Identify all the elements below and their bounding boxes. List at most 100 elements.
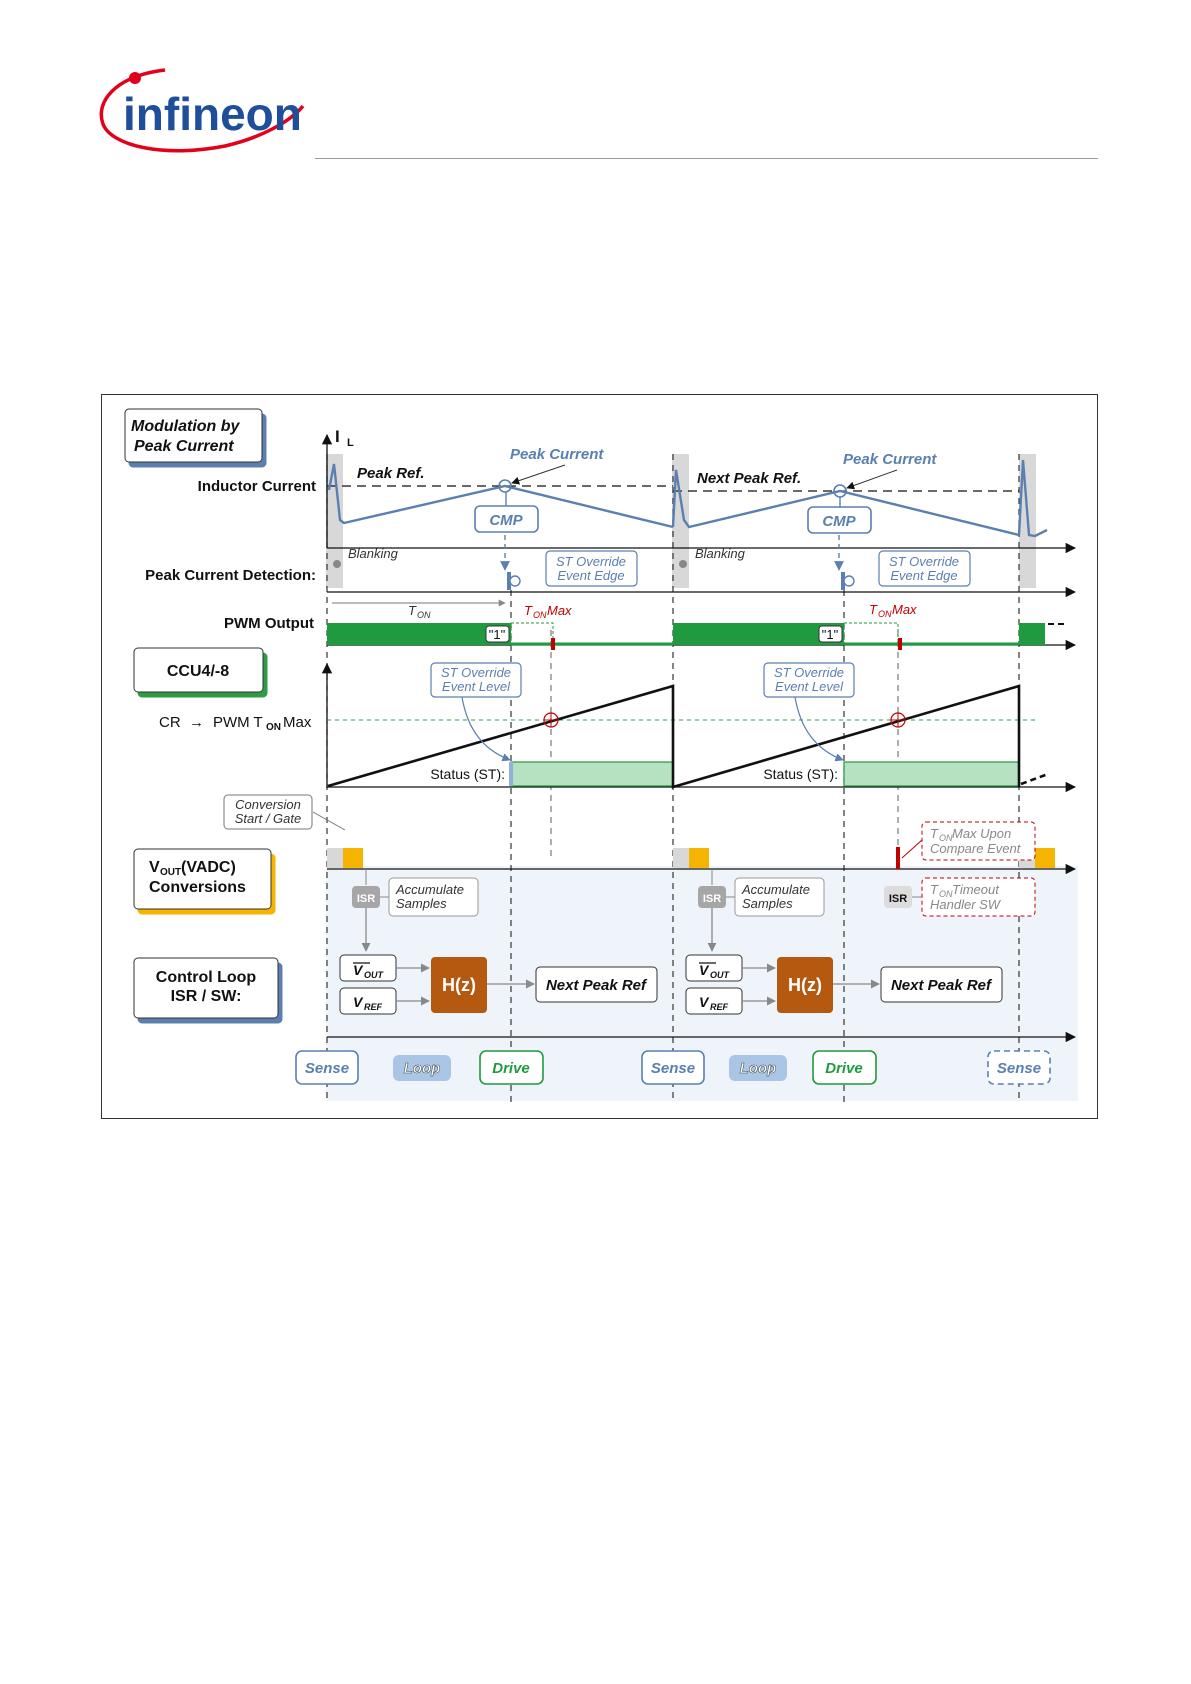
vref-2-sub: REF: [710, 1002, 729, 1012]
ton-max-upon-l2: Compare Event: [930, 841, 1022, 856]
next-peak-ref-box-2-text: Next Peak Ref: [891, 977, 993, 994]
conversion-start-l2: Start / Gate: [235, 811, 301, 826]
isr-badge-3-text: ISR: [889, 893, 907, 905]
control-loop-l1: Control Loop: [156, 969, 257, 986]
st-override-level-box-1: [430, 662, 522, 698]
phase-loop-2: [729, 1055, 787, 1081]
peak-marker-1: [498, 479, 512, 493]
cr-label-a: CR: [159, 714, 181, 731]
phase-sense-3: [987, 1050, 1051, 1085]
accumulate-1-l1: Accumulate: [395, 882, 464, 897]
accumulate-1-l2: Samples: [396, 896, 447, 911]
cmp-label-1: CMP: [489, 512, 523, 529]
ton-max-label-1-t: T: [524, 603, 533, 618]
vref-2-v: V: [699, 994, 710, 1010]
conversion-start-l1: Conversion: [235, 797, 301, 812]
phase-drive-1: [479, 1050, 544, 1085]
ton-label-sub: ON: [417, 610, 431, 620]
vout-box: [133, 848, 272, 910]
conversion-start-box: [223, 794, 313, 830]
ton-max-upon-sub: ON: [939, 833, 953, 843]
vout-box-l1sub: OUT: [160, 867, 181, 878]
isr-badge-3: [884, 886, 912, 908]
peak-detect-pulse-2: [841, 572, 845, 590]
figure-frame: [101, 394, 1098, 1119]
vout-2-v: V: [699, 962, 710, 978]
blanking-label-1: Blanking: [348, 546, 399, 561]
logo-swoosh: [99, 68, 305, 153]
inductor-current-wave-1: [327, 463, 674, 529]
status-st-label-2: Status (ST):: [763, 766, 838, 782]
st-override-edge-box-2: [878, 550, 971, 587]
status-st-label-1: Status (ST):: [430, 766, 505, 782]
header-rule: [315, 158, 1098, 159]
ton-timeout-l2: Handler SW: [930, 897, 1002, 912]
modulation-legend: [124, 408, 263, 463]
ton-max-label-1-sub: ON: [533, 610, 547, 620]
cmp-label-2: CMP: [822, 513, 856, 530]
next-peak-ref-box-2: [880, 966, 1003, 1003]
pwm-high-3: [1019, 623, 1045, 645]
vout-1-v: V: [353, 962, 364, 978]
peak-ref-label: Peak Ref.: [357, 465, 425, 482]
st-override-level-box-2: [763, 662, 855, 698]
st-override-edge-1-l1: ST Override: [556, 554, 626, 569]
logo-dot: [129, 72, 141, 84]
accumulate-2-l1: Accumulate: [741, 882, 810, 897]
ton-max-label-2-max: Max: [892, 602, 917, 617]
st-override-level-1-l2: Event Level: [442, 679, 511, 694]
ton-max-tick-2: [898, 638, 902, 650]
modulation-legend-line1: Modulation by: [131, 418, 241, 435]
vref-1-v: V: [353, 994, 364, 1010]
st-override-edge-box-1: [545, 550, 638, 587]
ccu-label: CCU4/-8: [167, 663, 229, 680]
ton-timeout-t: T: [930, 882, 939, 897]
il-axis-label: I: [335, 427, 340, 446]
ton-max-upon-l1: Max Upon: [952, 826, 1011, 841]
ton-timeout-box: [921, 877, 1036, 917]
status-st-2: [843, 761, 1020, 787]
peak-current-label-1: Peak Current: [510, 446, 604, 463]
hz-block-2-text: H(z): [788, 975, 822, 995]
hz-block-2: [777, 957, 833, 1013]
accumulate-box-1: [388, 877, 479, 917]
flag-one-2: [818, 625, 843, 643]
isr-badge-1-text: ISR: [357, 893, 375, 905]
st-override-level-2-l1: ST Override: [774, 665, 844, 680]
il-axis-sub: L: [347, 437, 354, 449]
vref-1-sub: REF: [364, 1002, 383, 1012]
st-override-edge-1-l2: Event Edge: [557, 568, 624, 583]
ton-max-tick-1: [551, 638, 555, 650]
peak-current-arrow-1: [511, 464, 566, 485]
ton-max-label-2-t: T: [869, 602, 878, 617]
phase-sense-1-text: Sense: [305, 1060, 349, 1077]
ccu-box: [133, 647, 264, 693]
ton-timeout-l1: Timeout: [952, 882, 1000, 897]
st-override-edge-2-l2: Event Edge: [890, 568, 957, 583]
isr-badge-1: [352, 886, 380, 908]
adc-pulse-1: [343, 848, 363, 868]
timing-diagram: Modulation by Peak Current I L Inductor …: [124, 408, 1078, 1102]
adc-pulse-3: [1035, 848, 1055, 868]
control-loop-l2: ISR / SW:: [171, 988, 242, 1005]
accumulate-box-2: [734, 877, 825, 917]
status-st-1: [510, 761, 674, 787]
ton-max-upon-t: T: [930, 826, 939, 841]
row-label-pwm-output: PWM Output: [224, 615, 314, 632]
isr-badge-2-text: ISR: [703, 893, 721, 905]
vout-box-l2: Conversions: [149, 879, 246, 896]
flag-one-2-text: "1": [822, 627, 839, 642]
peak-current-label-2: Peak Current: [843, 451, 937, 468]
next-peak-ref-box-1: [535, 966, 658, 1003]
ton-label-t: T: [408, 603, 417, 618]
infineon-logo: infineon: [99, 68, 305, 153]
ton-timeout-sub: ON: [939, 889, 953, 899]
control-loop-box: [133, 957, 279, 1019]
blanking-label-2: Blanking: [695, 546, 746, 561]
hz-block-1: [431, 957, 487, 1013]
pwm-high-1: [327, 623, 511, 645]
ton-max-upon-box: [921, 821, 1036, 861]
cr-arrow: →: [189, 714, 204, 731]
phase-loop-1: [393, 1055, 451, 1081]
blanking-bar-2: [672, 454, 689, 588]
